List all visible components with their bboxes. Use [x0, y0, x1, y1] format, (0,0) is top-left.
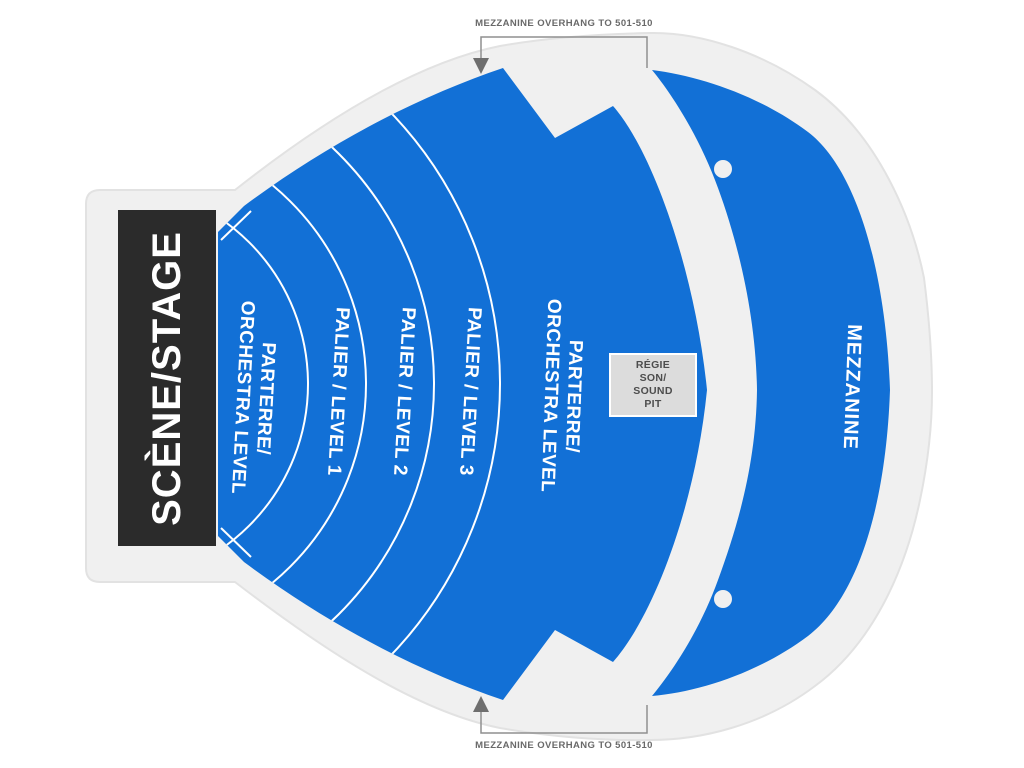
mezzanine-top-notch — [714, 160, 732, 178]
section-dividers — [218, 68, 501, 700]
bottom-arrow-icon — [473, 696, 489, 712]
sound-pit-box: RÉGIE SON/ SOUND PIT — [609, 353, 697, 417]
mezzanine-overhang-annotation-top: MEZZANINE OVERHANG TO 501-510 — [475, 18, 653, 29]
stage-block: SCÈNE/STAGE — [118, 210, 216, 546]
orchestra-fan-section[interactable] — [218, 68, 707, 700]
mezzanine-bottom-notch — [714, 590, 732, 608]
mezzanine-overhang-annotation-bottom: MEZZANINE OVERHANG TO 501-510 — [475, 740, 653, 751]
mezzanine-section[interactable] — [652, 70, 890, 696]
stage-label: SCÈNE/STAGE — [144, 230, 189, 526]
overhang-annotation-lines — [473, 36, 648, 734]
top-arrow-icon — [473, 58, 489, 74]
